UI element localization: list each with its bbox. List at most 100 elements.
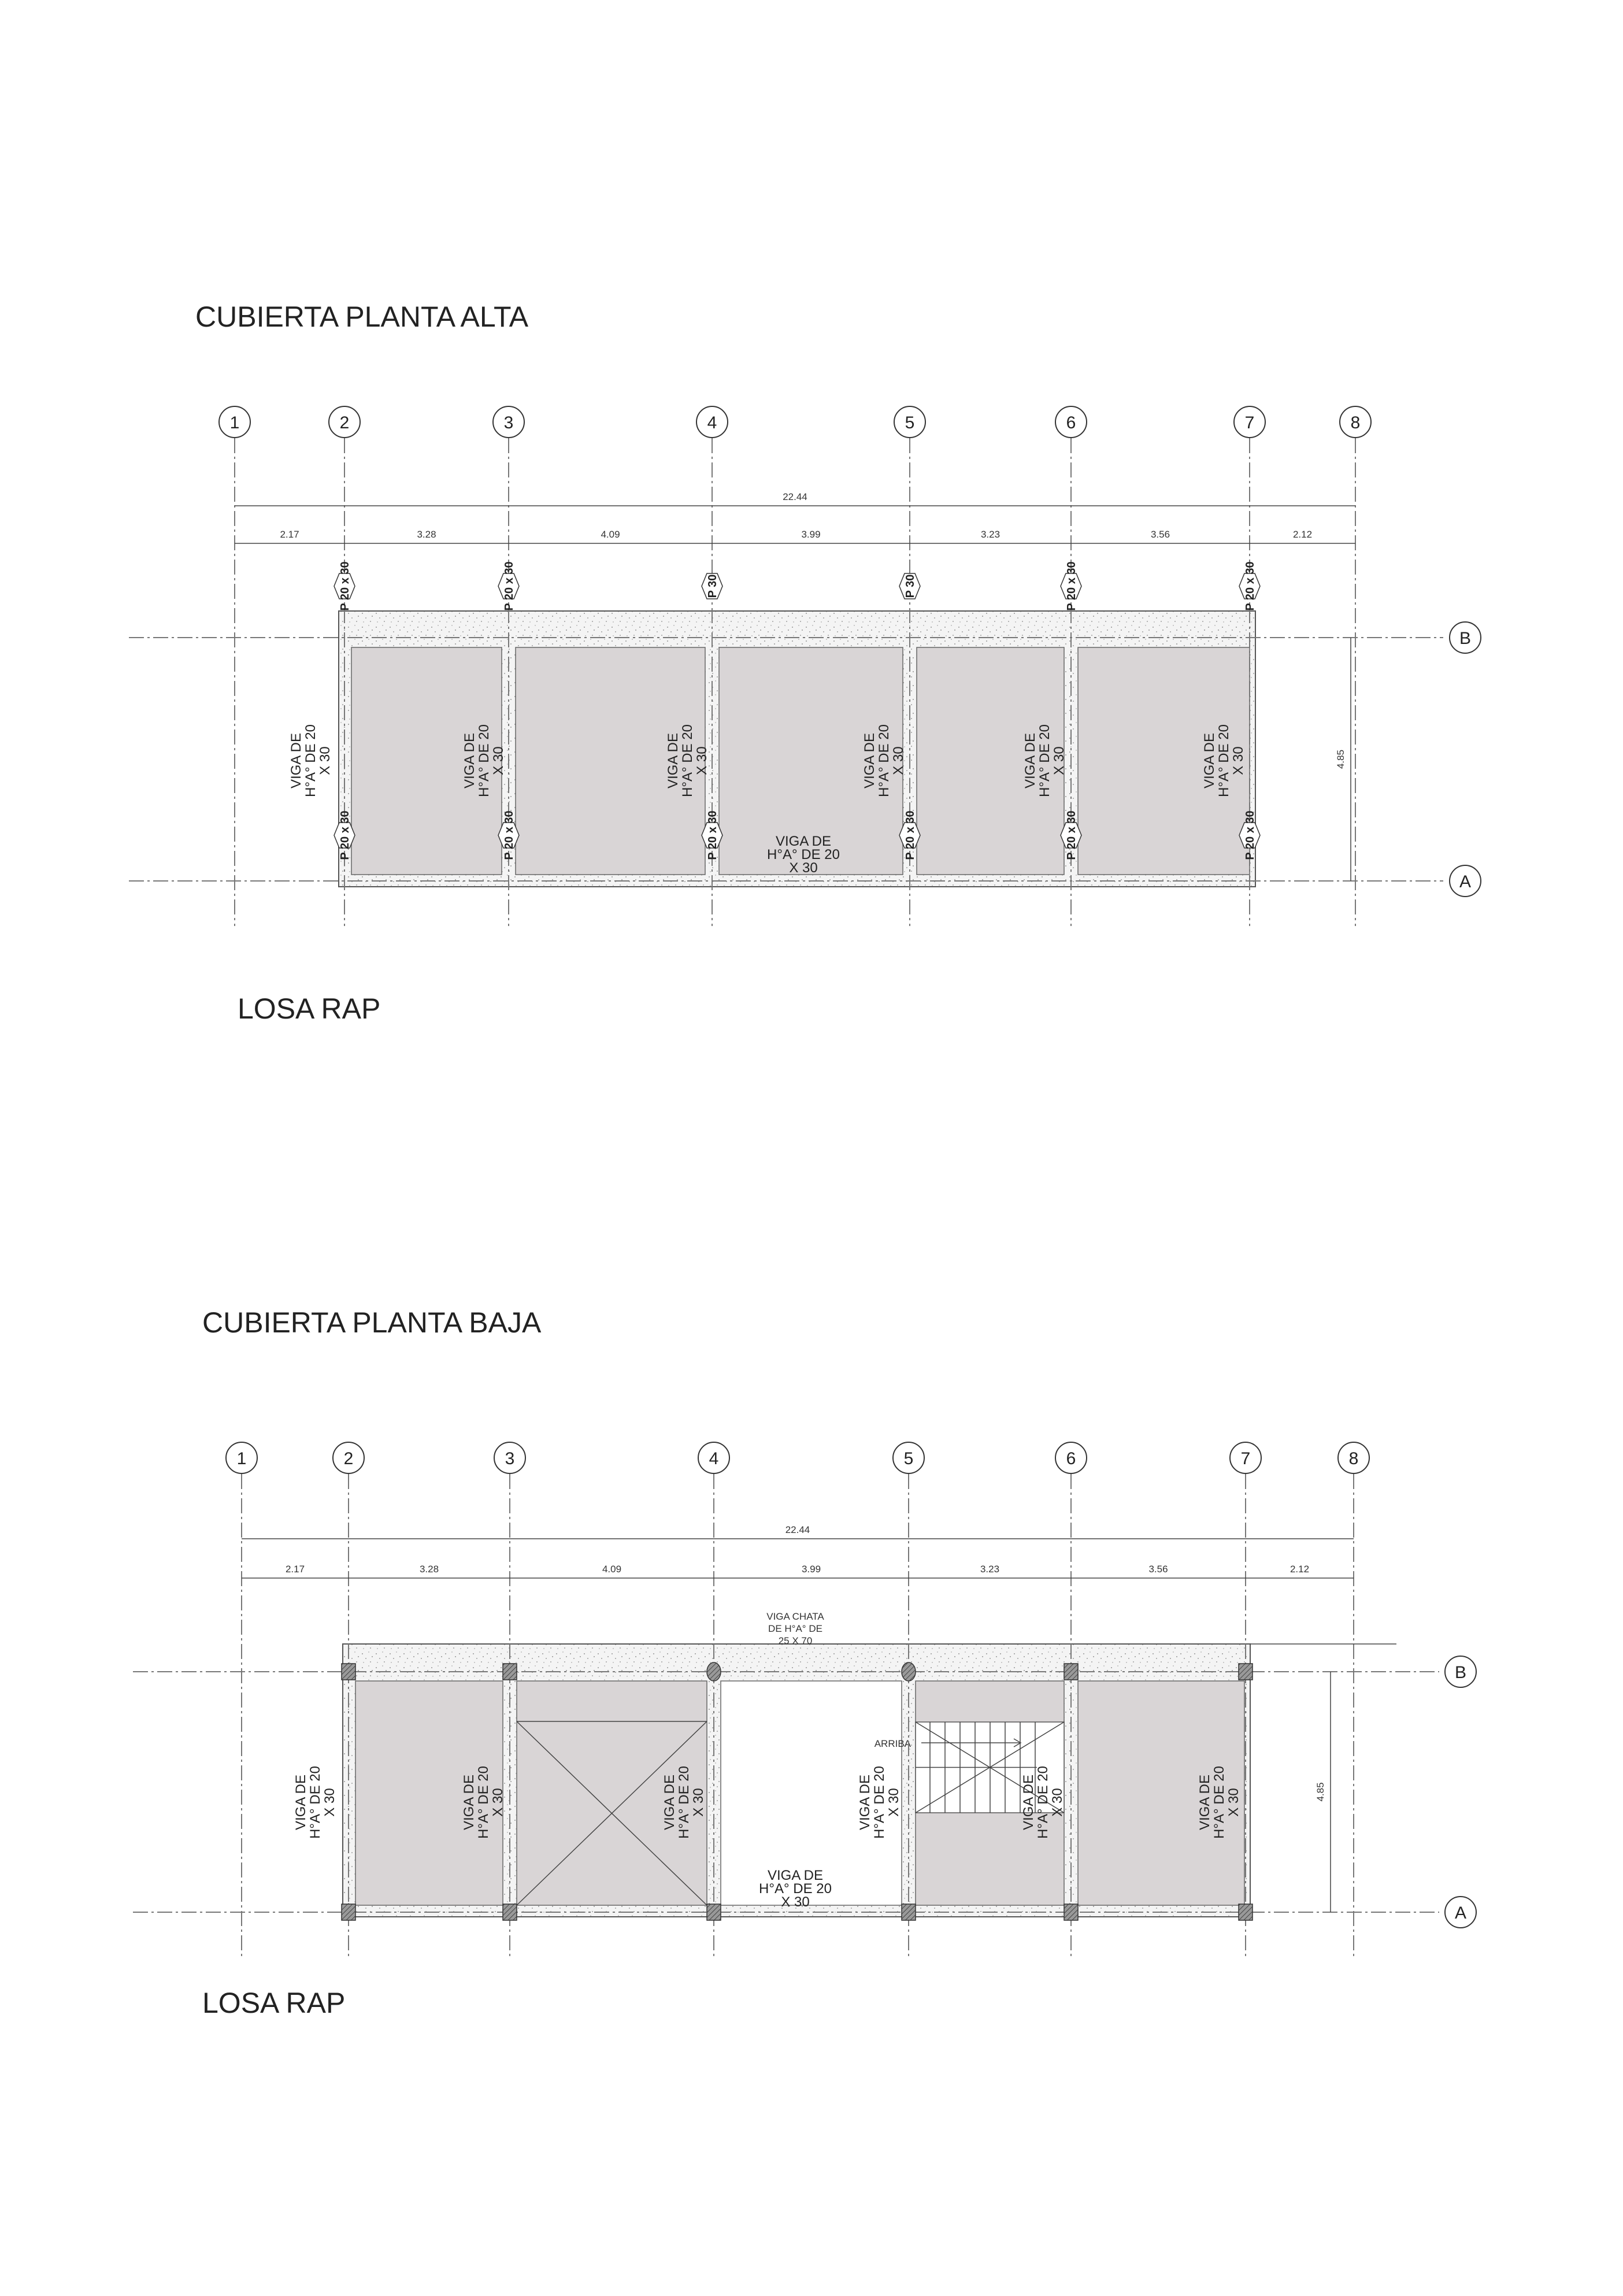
beam-label-horizontal: X 30 <box>781 1894 809 1910</box>
grid-bubble <box>696 406 728 438</box>
dimension-bay: 4.09 <box>602 1564 621 1575</box>
beam-label: VIGA DE <box>288 733 304 788</box>
beam-label: X 30 <box>322 1788 338 1816</box>
grid-bubble <box>1444 1896 1477 1928</box>
grid-bubble <box>1449 865 1481 897</box>
column-square <box>1238 1663 1253 1680</box>
slab-panel <box>718 647 903 875</box>
dimension-bay: 4.09 <box>601 529 620 540</box>
slab-panel <box>916 647 1065 875</box>
beam-label-horizontal: VIGA DE <box>776 834 831 849</box>
beam-label: X 30 <box>491 746 506 775</box>
beam-label: VIGA DE <box>462 733 477 788</box>
column-tag <box>899 822 921 849</box>
beam-label: H°A° DE 20 <box>1037 724 1053 797</box>
grid-bubble <box>494 1442 526 1474</box>
column-tag <box>701 822 723 849</box>
column-tag <box>899 573 921 599</box>
grid-bubble <box>1337 1442 1370 1474</box>
column-label: P 20 x 30 <box>1065 810 1078 860</box>
grid-row-label: B <box>1459 629 1471 648</box>
opening-cross-line <box>516 1721 707 1906</box>
grid-bubble <box>332 1442 365 1474</box>
grid-bubble <box>1444 1656 1477 1688</box>
column-square <box>1064 1904 1079 1921</box>
column-tag <box>1060 573 1082 599</box>
grid-column-label: 8 <box>1349 1449 1359 1468</box>
beam-label: X 30 <box>1231 746 1246 775</box>
beam-label: H°A° DE 20 <box>307 1766 323 1839</box>
beam-label: X 30 <box>490 1788 506 1816</box>
column-square <box>1238 1904 1253 1921</box>
column-label: P 20 x 30 <box>904 810 917 860</box>
beam-label: VIGA DE <box>1197 1775 1213 1830</box>
beam-label: H°A° DE 20 <box>872 1766 887 1839</box>
dimension-bay: 3.56 <box>1151 529 1170 540</box>
grid-bubble <box>328 406 361 438</box>
beam-label: VIGA DE <box>1021 1775 1036 1830</box>
column-label: P 30 <box>904 575 917 598</box>
column-round <box>901 1662 916 1682</box>
column-label: P 20 x 30 <box>503 561 516 610</box>
beam-label: H°A° DE 20 <box>1211 1766 1227 1839</box>
grid-column-label: 6 <box>1066 413 1076 432</box>
column-tag <box>334 822 355 849</box>
column-tag <box>1239 822 1261 849</box>
column-label: P 20 x 30 <box>503 810 516 860</box>
grid-column-label: 2 <box>340 413 350 432</box>
grid-bubble <box>1339 406 1372 438</box>
flat-beam-label: 25 X 70 <box>779 1635 813 1646</box>
beam-label-horizontal: H°A° DE 20 <box>767 847 840 862</box>
beam-label: VIGA DE <box>662 1775 677 1830</box>
plan-subtitle: LOSA RAP <box>202 1987 345 2019</box>
beam-label-horizontal: H°A° DE 20 <box>759 1881 832 1897</box>
beam-label: VIGA DE <box>1022 733 1038 788</box>
grid-bubble <box>1055 406 1087 438</box>
plan-title: CUBIERTA PLANTA ALTA <box>195 301 529 333</box>
beam-label: X 30 <box>1051 746 1067 775</box>
column-label: P 20 x 30 <box>1244 810 1257 860</box>
beam-label: X 30 <box>891 746 906 775</box>
beam-label: VIGA DE <box>1202 733 1217 788</box>
beam-label: X 30 <box>317 746 333 775</box>
plan-subtitle: LOSA RAP <box>238 993 380 1025</box>
beam-label: X 30 <box>1050 1788 1065 1816</box>
beam-label: H°A° DE 20 <box>676 1766 692 1839</box>
dimension-bay: 3.28 <box>417 529 436 540</box>
column-tag <box>701 573 723 599</box>
column-label: P 30 <box>706 575 719 598</box>
beam-label-horizontal: VIGA DE <box>768 1868 823 1883</box>
grid-bubble <box>218 406 251 438</box>
column-label: P 20 x 30 <box>339 561 351 610</box>
column-tag <box>1239 573 1261 599</box>
dimension-bay: 3.56 <box>1148 1564 1168 1575</box>
column-square <box>341 1904 356 1921</box>
column-tag <box>498 822 520 849</box>
grid-row-label: A <box>1459 872 1471 891</box>
column-square <box>706 1904 721 1921</box>
grid-column-label: 5 <box>905 413 915 432</box>
slab-panel <box>515 647 706 875</box>
beam-label: VIGA DE <box>862 733 877 788</box>
grid-column-label: 7 <box>1245 413 1255 432</box>
column-tag <box>498 573 520 599</box>
beam-label: H°A° DE 20 <box>1035 1766 1051 1839</box>
grid-column-label: 8 <box>1351 413 1361 432</box>
column-square <box>1064 1663 1079 1680</box>
grid-bubble <box>894 406 926 438</box>
grid-bubble <box>1449 621 1481 654</box>
column-label: P 20 x 30 <box>706 810 719 860</box>
grid-column-label: 3 <box>504 413 514 432</box>
beam-label: X 30 <box>691 1788 706 1816</box>
beam-label: H°A° DE 20 <box>680 724 695 797</box>
dimension-bay: 3.23 <box>980 1564 999 1575</box>
dimension-depth: 4.85 <box>1335 750 1346 769</box>
grid-bubble <box>1055 1442 1087 1474</box>
stair-cross-line <box>915 1721 1065 1813</box>
void-bay <box>720 1680 902 1906</box>
grid-column-label: 4 <box>707 413 717 432</box>
dimension-bay: 2.17 <box>280 529 299 540</box>
grid-row-label: A <box>1455 1904 1466 1923</box>
